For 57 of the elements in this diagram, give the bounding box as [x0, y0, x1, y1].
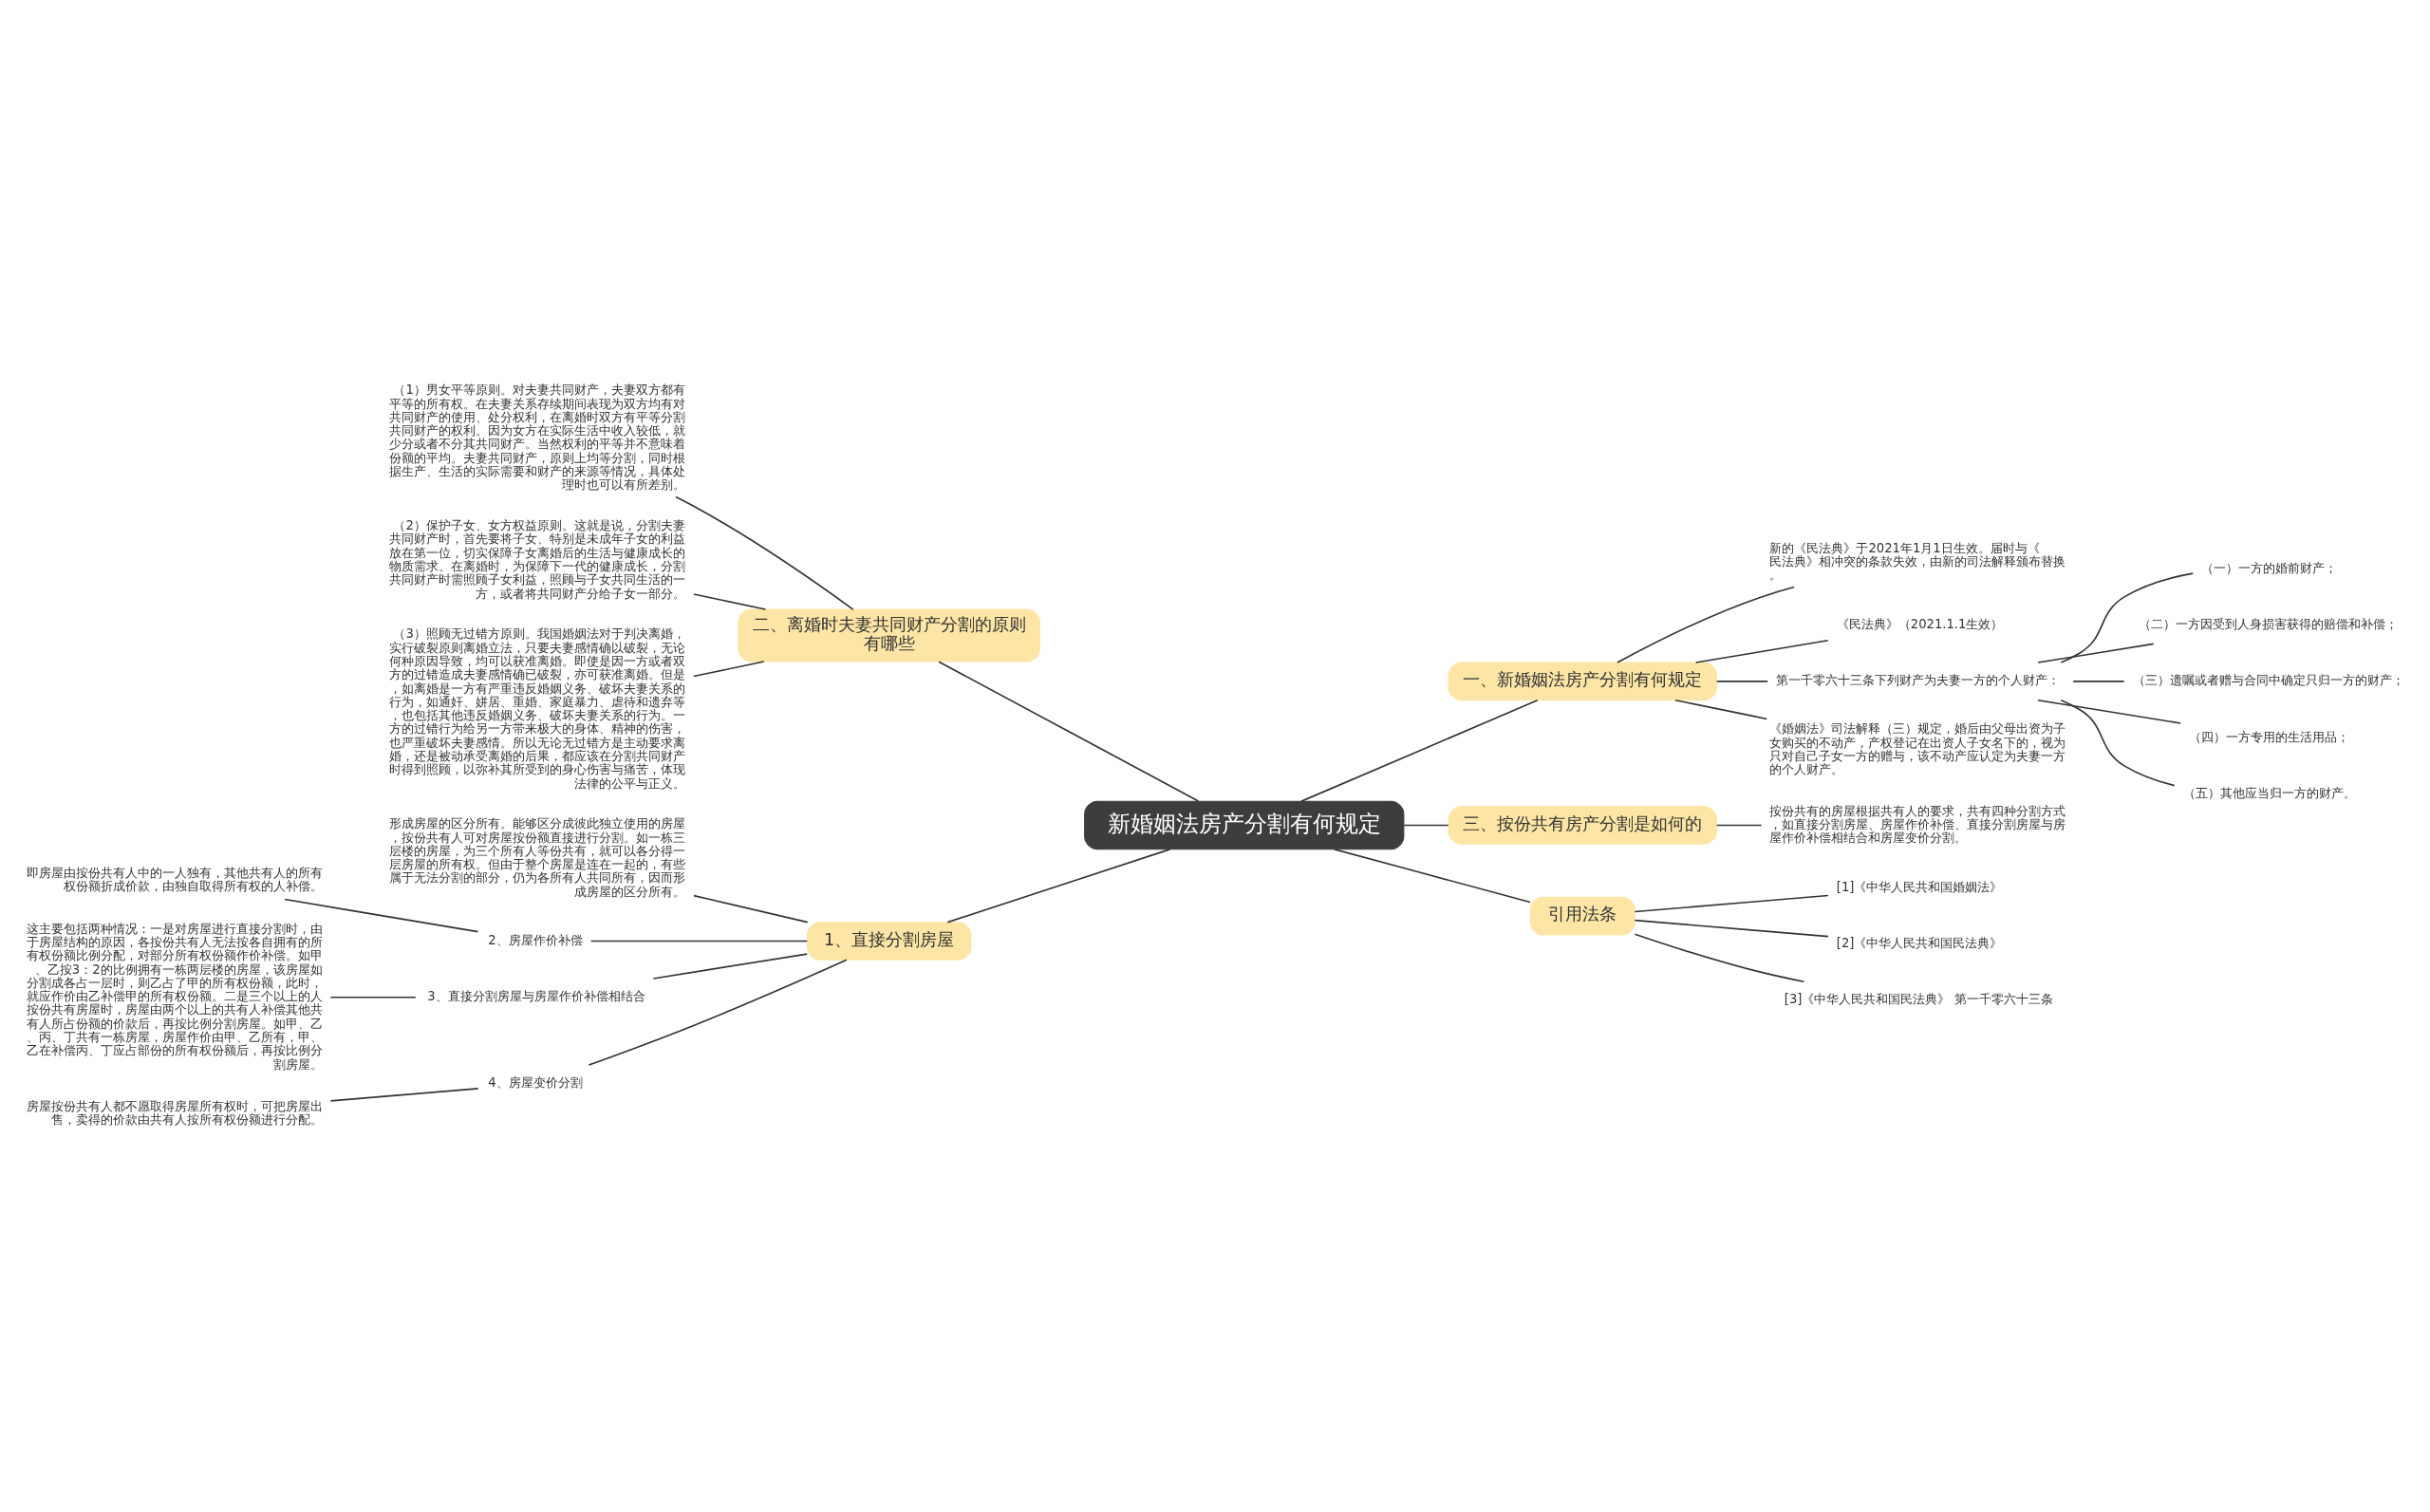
connector — [693, 894, 809, 923]
connector — [589, 940, 809, 942]
connector — [1634, 932, 1805, 982]
node-text: （三）遗嘱或者赠与合同中确定只归一方的财产； — [2132, 672, 2404, 687]
connector — [675, 495, 854, 610]
node-text: [1]《中华人民共和国婚姻法》 — [1836, 879, 2003, 894]
connector — [329, 1087, 479, 1102]
node-text: 《民法典》（2021.1.1生效） — [1836, 616, 2004, 631]
node-text: 3、直接分割房屋与房屋作价补偿相结合 — [427, 988, 645, 1003]
node-text: （二）一方因受到人身损害获得的赔偿和补偿； — [2139, 616, 2399, 631]
node-text: （五）其他应当归一方的财产。 — [2182, 785, 2356, 800]
node-text: （一）一方的婚前财产； — [2201, 560, 2338, 575]
connector — [652, 952, 809, 980]
connector — [946, 848, 1171, 923]
node-text: （四）一方专用的生活用品； — [2189, 729, 2350, 744]
node-text: 4、房屋变价分割 — [488, 1074, 583, 1090]
node-text: 形成房屋的区分所有。能够区分成彼此独立使用的房屋，按份共有人可对房屋按份额直接进行分割。如一栋三层楼的房屋，为三个所有人等份共有，就可以各分得一层房屋的所有权。但由于整个房屋是连在一起的，有些属于无法分割的部分，仍为各所有人共同所有，因而形成房屋的区分所有。 — [388, 815, 685, 899]
connector — [1715, 824, 1763, 826]
connector — [1617, 586, 1795, 663]
node-text: [3]《中华人民共和国民法典》 第一千零六十三条 — [1784, 991, 2053, 1006]
connector — [2060, 571, 2195, 663]
connector — [1634, 894, 1829, 912]
connector — [2060, 699, 2176, 786]
connector — [588, 958, 848, 1066]
connector — [1403, 824, 1449, 826]
connector — [329, 996, 417, 999]
connector — [284, 898, 479, 932]
node-text: 《婚姻法》司法解释（三）规定，婚后由父母出资为子女购买的不动产，产权登记在出资人子女名下的，视为只对自己子女一方的赠与，该不动产应认定为夫妻一方的个人财产。 — [1769, 720, 2066, 776]
connector — [1674, 699, 1768, 719]
connector — [693, 592, 767, 610]
connector — [1300, 699, 1539, 802]
node-box: 1、直接分割房屋 — [806, 921, 972, 961]
node-text: 第一千零六十三条下列财产为夫妻一方的个人财产： — [1776, 672, 2061, 687]
node-text: （2）保护子女、女方权益原则。这就是说，分割夫妻共同财产时，首先要将子女、特别是未成年子女的利益放在第一位，切实保障子女离婚后的生活与健康成长的物质需求。在离婚时，为保障下一代的健康成长，分割共同财产时需照顾子女利益，照顾与子女共同生活的一方，或者将共同财产分给子女一部分。 — [388, 517, 685, 601]
connector — [1334, 848, 1531, 903]
node-text: 2、房屋作价补偿 — [488, 932, 583, 947]
node-box: 三、按份共有房产分割是如何的 — [1448, 805, 1717, 845]
node-text: [2]《中华人民共和国民法典》 — [1836, 935, 2003, 950]
connector — [1715, 680, 1768, 682]
connector — [1634, 919, 1829, 937]
node-box: 二、离婚时夫妻共同财产分割的原则有哪些 — [738, 608, 1040, 663]
connector — [2037, 643, 2155, 663]
connector — [693, 660, 765, 677]
node-text: （3）照顾无过错方原则。我国婚姻法对于判决离婚，实行破裂原则离婚立法，只要夫妻感情确以破裂，无论何种原因导致，均可以获准离婚。即使是因一方或者双方的过错造成夫妻感情确已破裂，亦可获准离婚。但是，如离婚是一方有严重违反婚姻义务、破坏夫妻关系的行为，如通奸、姘居、重婚、家庭暴力、虐待和遗弃等，也包括其他违反婚姻义务、破坏夫妻关系的行为。一方的过错行为给另一方带来极大的身体、精神的伤害，也严重破坏夫妻感情。所以无论无过错方是主动要求离婚，还是被动承受离婚的后果，都应该在分割共同财产时得到照顾，以弥补其所受到的身心伤害与痛苦，体现法律的公平与正义。 — [388, 625, 685, 791]
connector — [2072, 680, 2125, 682]
node-text: 新的《民法典》于2021年1月1日生效。届时与《民法典》相冲突的条款失效，由新的司法解释颁布替换。 — [1769, 540, 2066, 582]
node-box: 新婚姻法房产分割有何规定 — [1084, 800, 1405, 849]
node-text: 房屋按份共有人都不愿取得房屋所有权时，可把房屋出售，卖得的价款由共有人按所有权份额进行分配。 — [26, 1098, 323, 1127]
node-text: 按份共有的房屋根据共有人的要求，共有四种分割方式，如直接分割房屋、房屋作价补偿、直接分割房屋与房屋作价补偿相结合和房屋变价分割。 — [1769, 803, 2066, 845]
node-text: （1）男女平等原则。对夫妻共同财产，夫妻双方都有平等的所有权。在夫妻关系存续期间表现为双方均有对共同财产的使用、处分权利，在离婚时双方有平等分割共同财产的权利。因为女方在实际生活中收入较低，就少分或者不分其共同财产。当然权利的平等并不意味着份额的平均。夫妻共同财产，原则上均等分割，同时根据生产、生活的实际需要和财产的来源等情况，具体处理时也可以有所差别。 — [388, 382, 685, 492]
connector — [2037, 699, 2181, 724]
node-text: 即房屋由按份共有人中的一人独有，其他共有人的所有权份额折成价款，由独自取得所有权的人补偿。 — [26, 865, 323, 893]
node-text: 这主要包括两种情况：一是对房屋进行直接分割时，由于房屋结构的原因，各按份共有人无法按各自拥有的所有权份额比例分配，对部分所有权份额作价补偿。如甲、乙按3：2的比例拥有一栋两层楼的房屋，该房屋如分割成各占一层时，则乙占了甲的所有权份额，此时，就应作价由乙补偿甲的所有权份额。二是三个以上的人按份共有房屋时，房屋由两个以上的共有人补偿其他共有人所占份额的价款后，再按比例分割房屋。如甲、乙、丙、丁共有一栋房屋，房屋作价由甲、乙所有，甲、乙在补偿丙、丁应占部份的所有权份额后，再按比例分割房屋。 — [26, 921, 323, 1072]
connector — [938, 660, 1200, 802]
node-box: 引用法条 — [1529, 896, 1636, 935]
connector — [1694, 639, 1829, 663]
node-box: 一、新婚姻法房产分割有何规定 — [1448, 662, 1717, 700]
